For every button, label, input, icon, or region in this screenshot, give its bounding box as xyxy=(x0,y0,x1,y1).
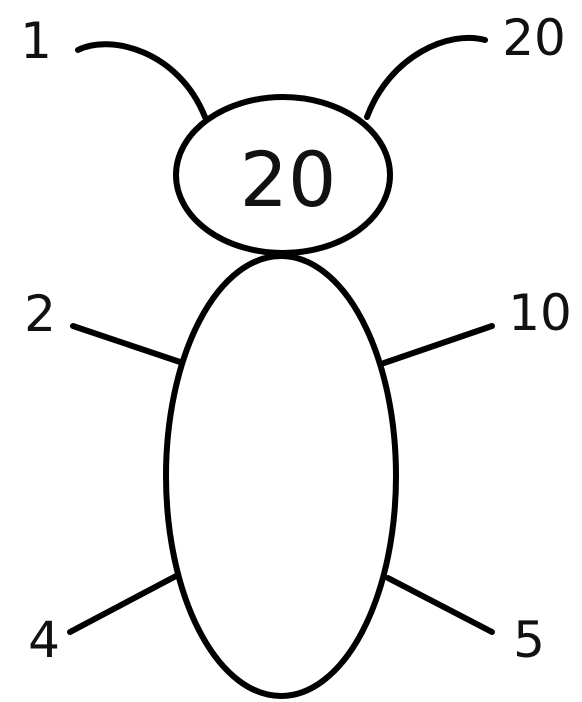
body xyxy=(166,256,396,696)
antenna-right xyxy=(367,38,485,117)
antenna-left xyxy=(78,44,205,117)
head-number: 20 xyxy=(240,135,337,224)
leg-upper-right-label: 10 xyxy=(508,284,572,342)
leg-lower-left xyxy=(70,576,176,632)
leg-lower-right-label: 5 xyxy=(513,611,545,669)
leg-lower-left-label: 4 xyxy=(28,611,60,669)
antenna-left-label: 1 xyxy=(20,12,52,70)
antenna-right-label: 20 xyxy=(502,9,566,67)
leg-upper-right xyxy=(384,326,492,363)
leg-lower-right xyxy=(388,578,492,632)
leg-upper-left-label: 2 xyxy=(24,285,56,343)
leg-upper-left xyxy=(73,326,183,363)
